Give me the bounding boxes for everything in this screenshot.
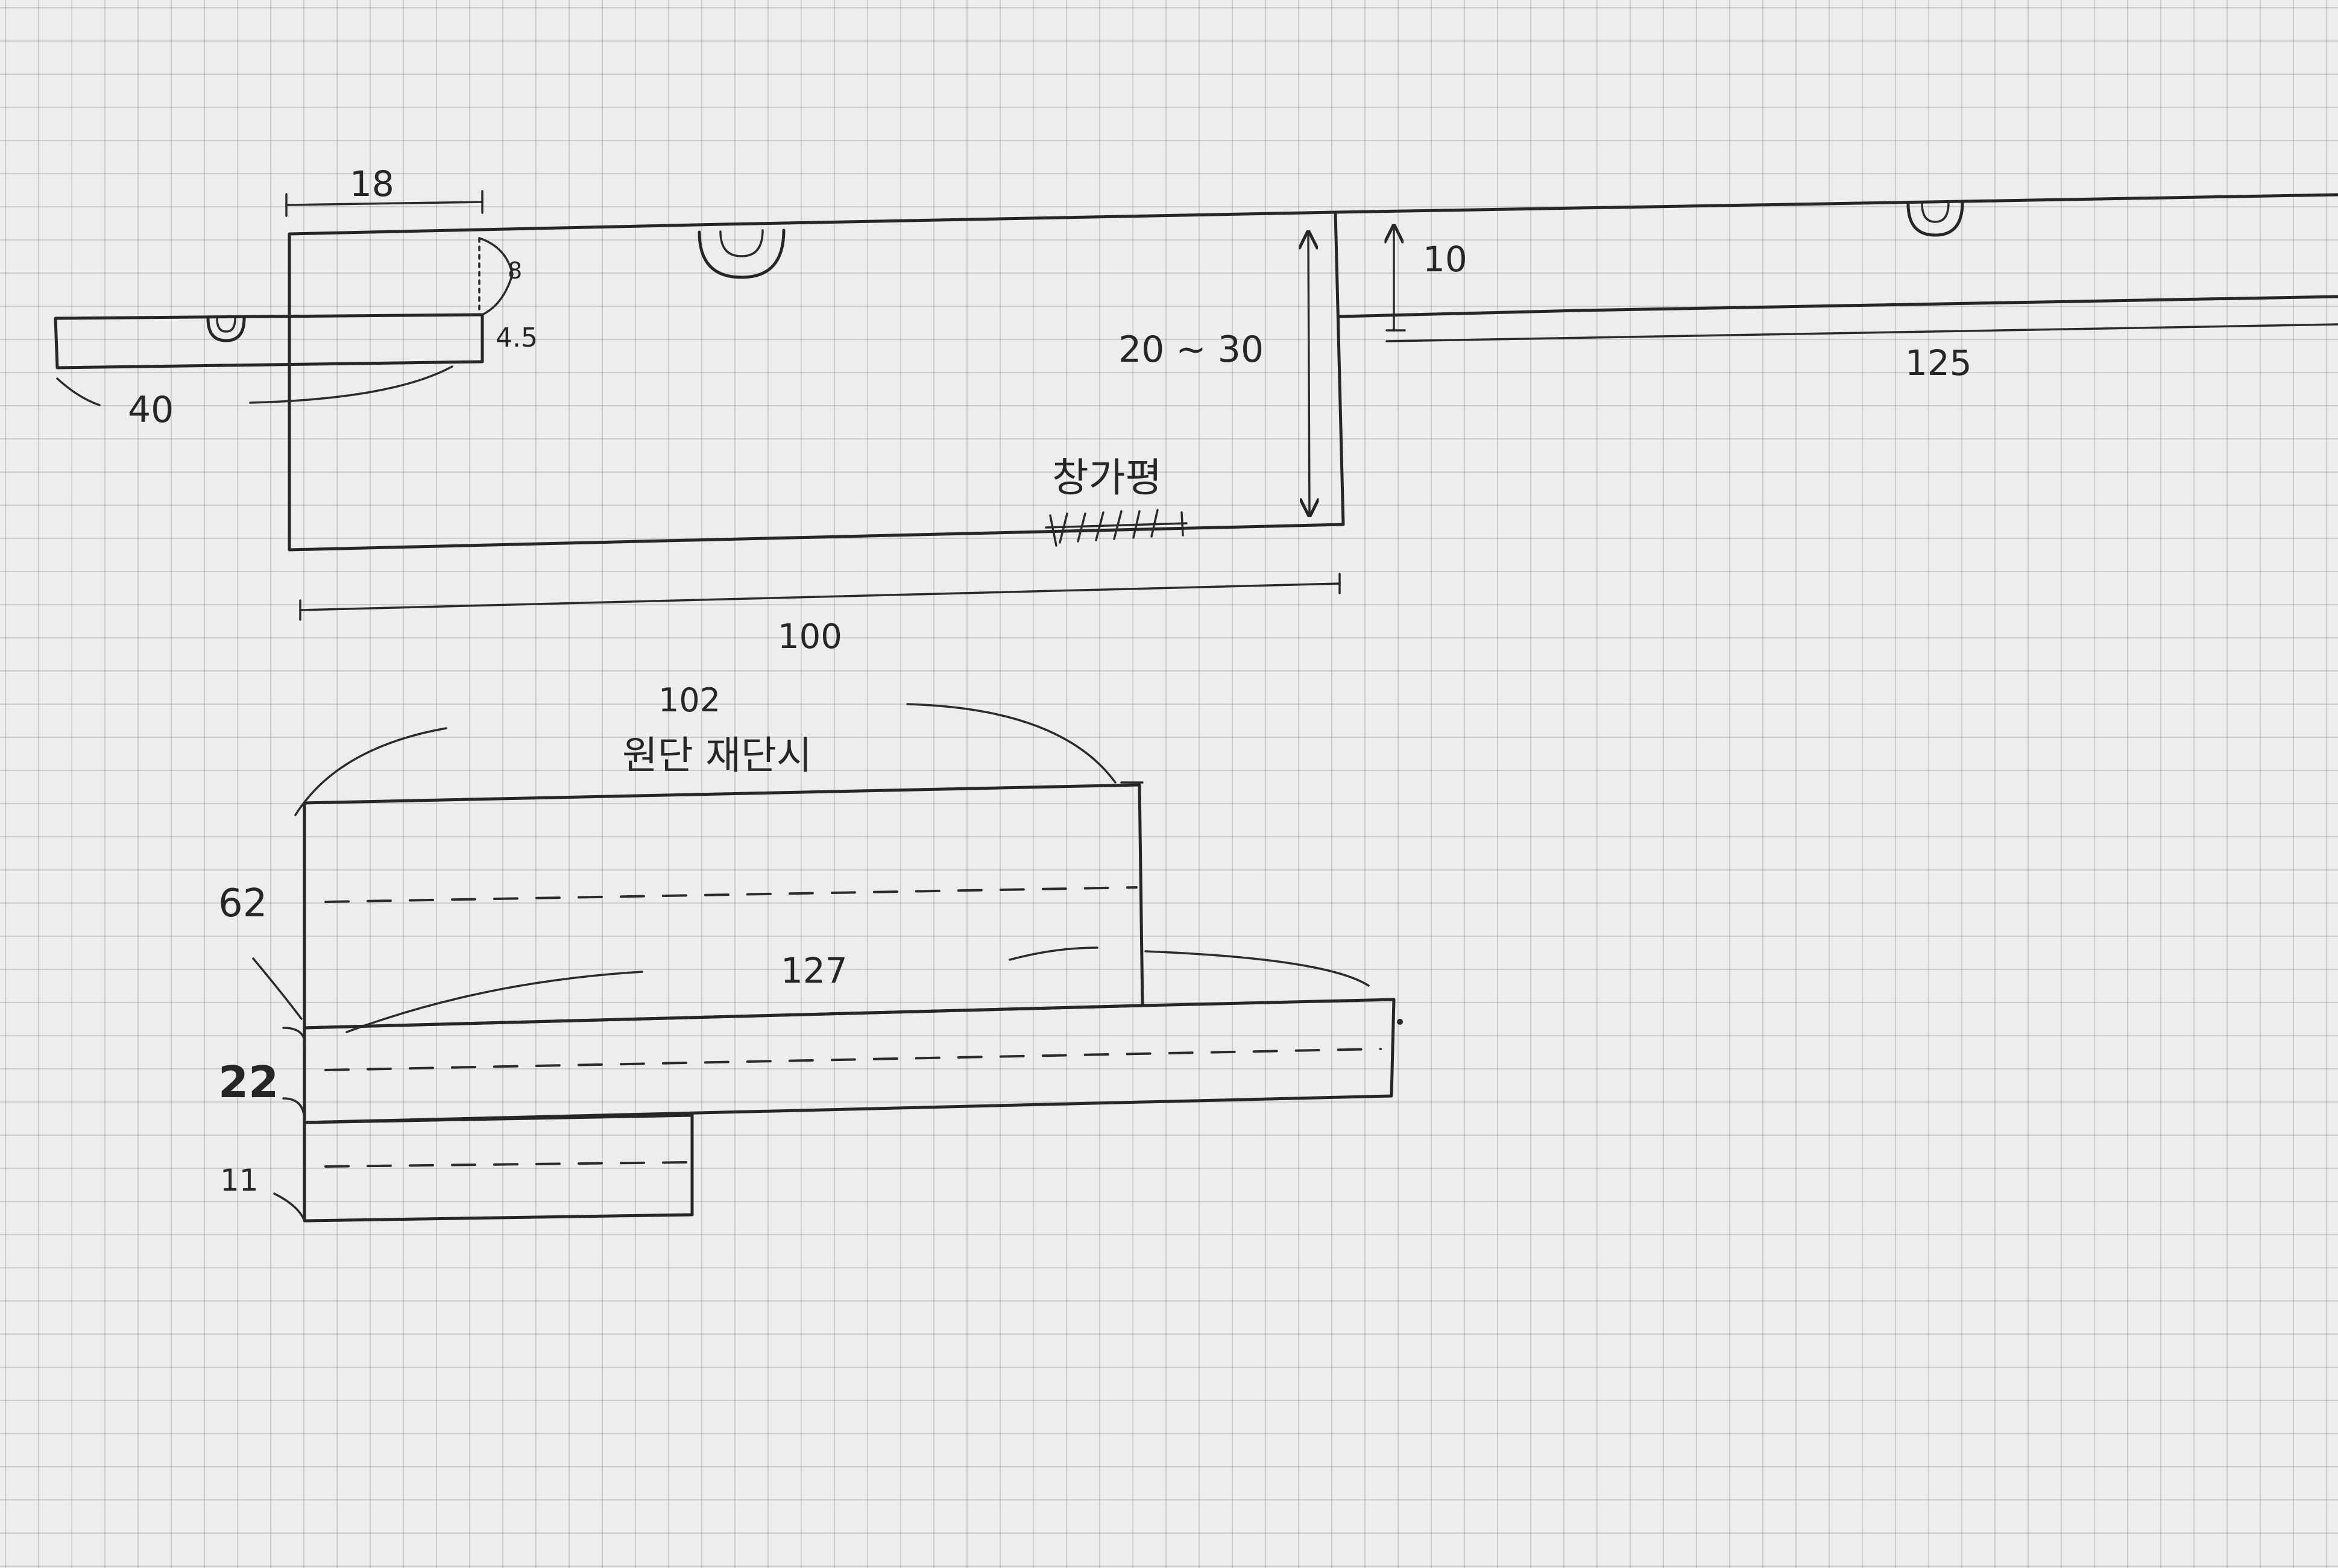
- dim-20-30-label: 20 ~ 30: [1118, 329, 1264, 371]
- dim-8-label: 8: [508, 257, 522, 284]
- dim-4-5-label: 4.5: [496, 323, 538, 353]
- dim-102-label: 102: [658, 681, 720, 719]
- dim-20-30-arrow: [1308, 232, 1309, 515]
- dim-22-brace-top: [282, 1027, 306, 1050]
- fabric-section-22-outline: [303, 998, 1396, 1124]
- dim-40-leader-left: [56, 377, 101, 406]
- fold-line-22: [324, 1048, 1382, 1071]
- grommet-rail-inner: [1921, 201, 1950, 223]
- dim-127-leader-mid: [1009, 946, 1098, 961]
- dim-102-leader-left: [294, 727, 447, 816]
- dim-127-label: 127: [781, 950, 848, 991]
- dim-22-label: 22: [218, 1057, 279, 1107]
- dim-127-leader-right: [1144, 950, 1370, 987]
- upper-drawing: 18 8 4.5 40 20 ~ 30 10 125 100 창가평: [54, 163, 2338, 656]
- fold-line-62: [324, 886, 1138, 903]
- fold-line-11: [324, 1161, 688, 1168]
- window-side-label: 창가평: [1052, 455, 1162, 501]
- dim-100-label: 100: [778, 617, 842, 656]
- dim-18-label: 18: [350, 163, 394, 204]
- fabric-section-62-outline: [303, 783, 1144, 1030]
- main-panel-outline: [288, 210, 1345, 552]
- grommet-rail-icon: [1906, 201, 1964, 237]
- grommet-panel-inner: [719, 229, 764, 257]
- dim-18-line: [285, 201, 484, 206]
- left-strap-outline: [54, 313, 484, 370]
- dim-22-brace-bottom: [282, 1097, 306, 1122]
- corner-dot: [1397, 1019, 1403, 1025]
- dim-10-label: 10: [1423, 239, 1467, 280]
- right-rail-top: [1334, 193, 2338, 214]
- right-rail-mid: [1338, 295, 2338, 318]
- dim-102-leader-right: [906, 703, 1117, 784]
- dim-11-label: 11: [220, 1163, 259, 1198]
- dim-62-label: 62: [218, 881, 267, 926]
- right-rail-low: [1385, 323, 2338, 342]
- dim-127-leader-left: [345, 971, 643, 1033]
- grommet-panel-icon: [698, 228, 786, 279]
- grommet-strap-icon: [206, 316, 246, 342]
- dim-11-brace: [273, 1192, 306, 1222]
- grommet-strap-inner: [216, 317, 236, 333]
- cut-fabric-label: 원단 재단시: [622, 734, 812, 778]
- dim-125-label: 125: [1905, 342, 1972, 383]
- dim-100-line: [299, 582, 1341, 611]
- window-side-hatch: [1045, 509, 1188, 547]
- fabric-section-11-outline: [303, 1113, 694, 1223]
- strap-corner-arc: [478, 237, 514, 316]
- dim-62-brace: [252, 957, 303, 1020]
- lower-drawing: 102 원단 재단시 62 127 22 11: [218, 681, 1403, 1223]
- dim-40-leader-right: [249, 365, 453, 404]
- dim-40-label: 40: [128, 389, 174, 431]
